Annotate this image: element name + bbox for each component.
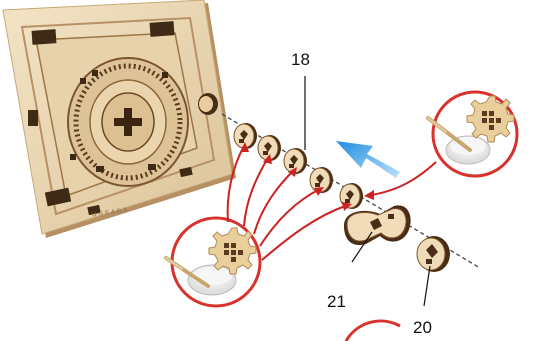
- callout-label-18: 18: [291, 50, 310, 70]
- wax-callout-right: [428, 92, 517, 176]
- cam-part-21: [344, 205, 411, 245]
- leader-line-20: [424, 266, 430, 306]
- wax-callout-bottom-partial: [346, 321, 400, 341]
- direction-arrow-icon: [336, 141, 400, 178]
- callout-label-21: 21: [327, 292, 346, 312]
- wheel-part-20: [417, 236, 450, 272]
- wooden-board: [3, 0, 236, 238]
- wax-callout-left: [166, 218, 260, 306]
- connector-arrow-right: [366, 162, 436, 196]
- callout-label-20: 20: [413, 318, 432, 338]
